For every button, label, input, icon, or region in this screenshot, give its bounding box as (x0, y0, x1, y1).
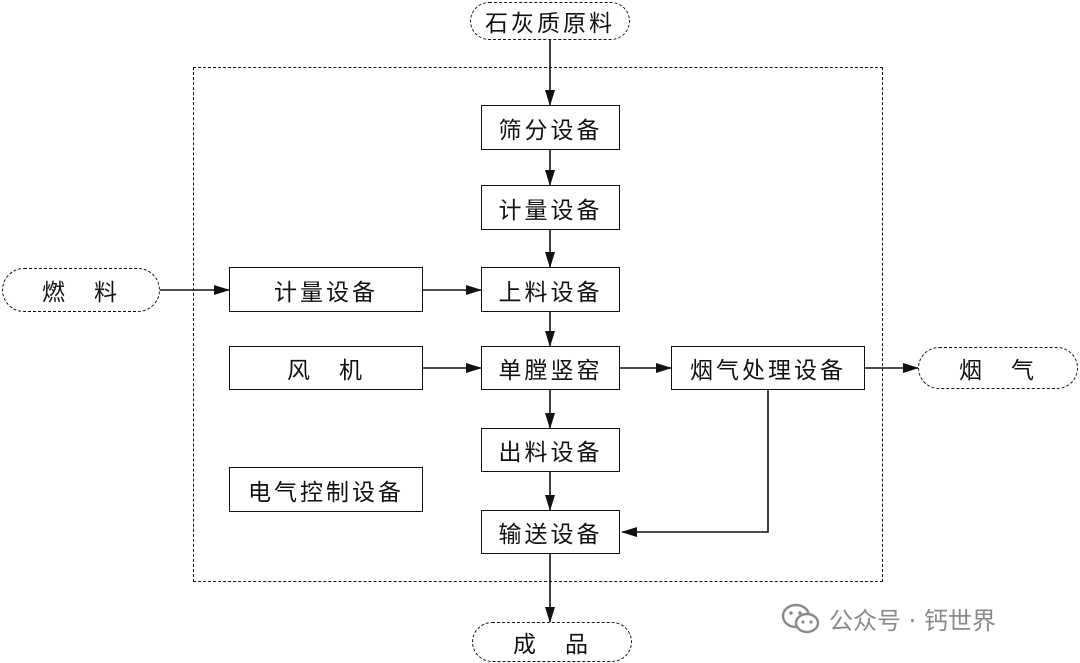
box-flue-treatment: 烟气处理设备 (671, 346, 865, 390)
watermark-text: 公众号 · 钙世界 (829, 607, 996, 635)
box-conveying: 输送设备 (481, 510, 620, 554)
arrow-flue-to-conveying (621, 390, 769, 537)
watermark: 公众号 · 钙世界 (781, 601, 996, 636)
box-screening: 筛分设备 (481, 105, 620, 150)
wechat-icon (781, 603, 820, 633)
box-fan: 风 机 (229, 346, 423, 390)
box-discharge: 出料设备 (481, 428, 620, 472)
terminal-product: 成 品 (472, 622, 632, 662)
box-metering-left: 计量设备 (229, 267, 423, 312)
terminal-raw-material: 石灰质原料 (470, 2, 630, 40)
box-feeding: 上料设备 (481, 267, 620, 312)
box-electrical-control: 电气控制设备 (229, 467, 423, 512)
terminal-flue-gas: 烟 气 (918, 347, 1078, 389)
box-kiln: 单膛竖窑 (481, 346, 620, 390)
box-metering-top: 计量设备 (481, 185, 620, 230)
equipment-boundary-frame (193, 67, 883, 582)
terminal-fuel: 燃 料 (2, 268, 160, 312)
